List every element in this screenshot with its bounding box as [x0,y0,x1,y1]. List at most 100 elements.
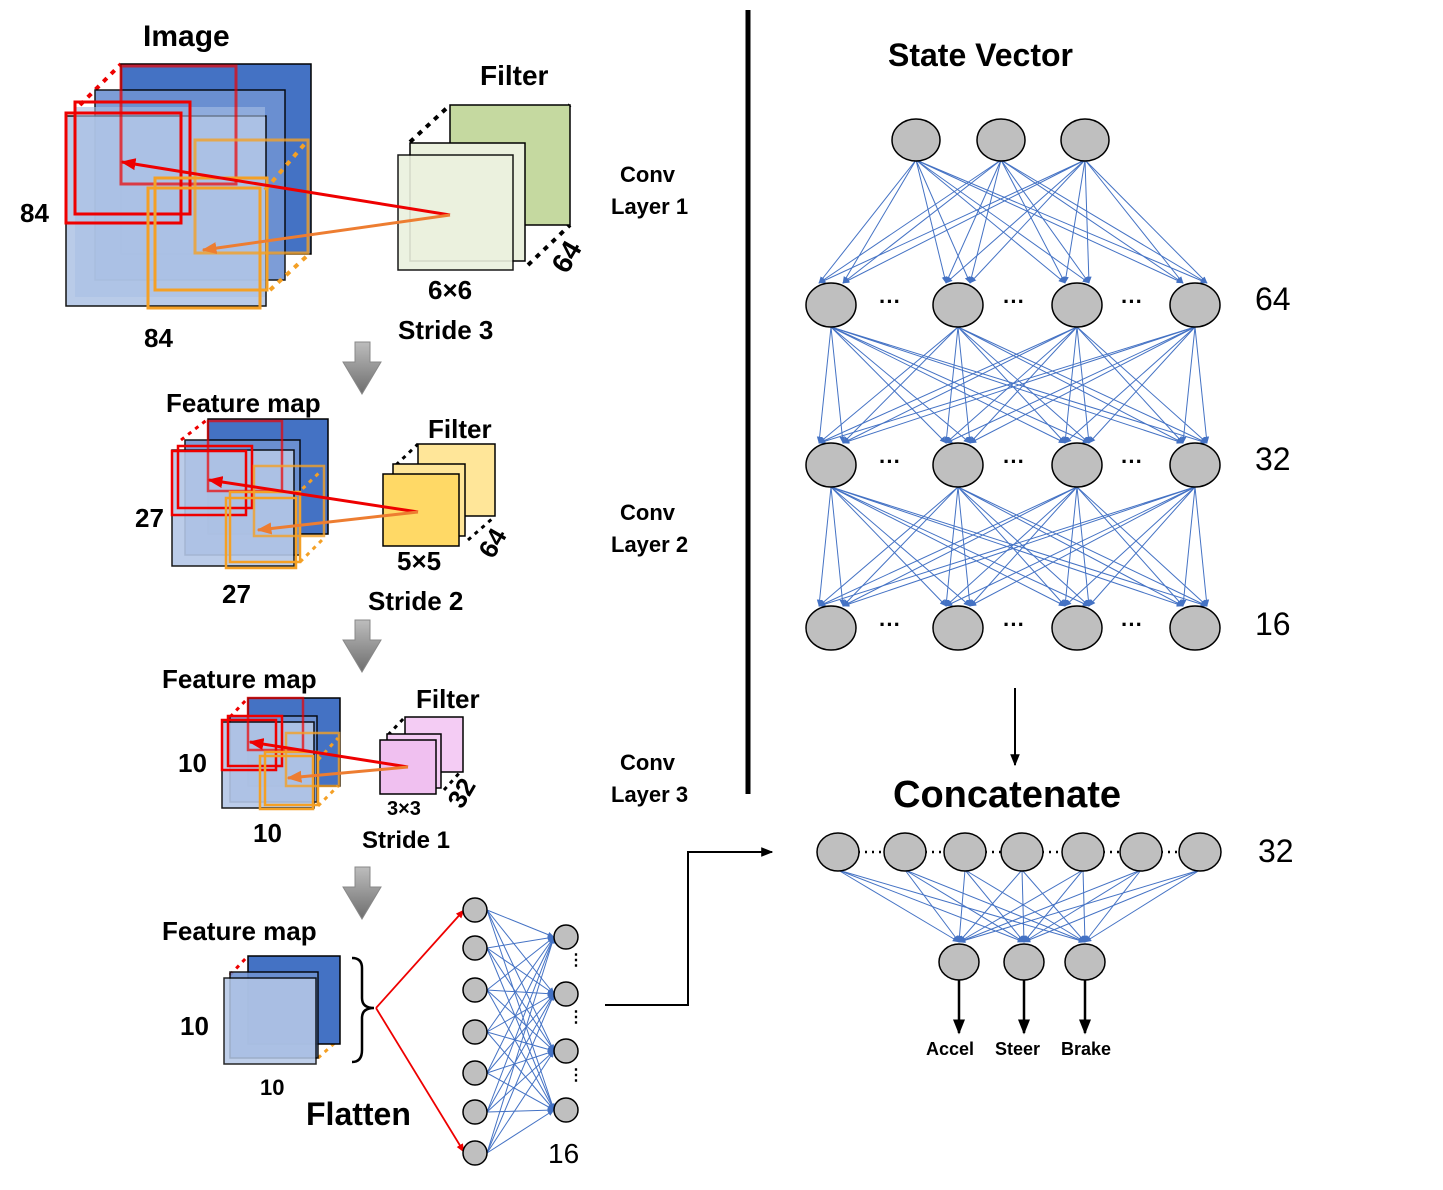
filter-3-count: 32 [441,773,481,813]
flat-edge-6-1 [486,993,555,1154]
output-label-steer: Steer [995,1039,1040,1059]
flat-input-node-1 [462,935,488,961]
mlp-ellipsis-2-1: ··· [1003,612,1025,637]
concat-edge-3-0 [958,869,1023,943]
image-width-label: 84 [144,323,173,353]
mlp-edge-in-1-2-1 [1000,159,1090,284]
mlp-layer2-node-1 [932,605,984,651]
concat-edge-2-0 [956,869,966,943]
output-node-1 [1003,943,1045,981]
mlp-edge-in-0-1-1 [915,159,971,284]
flat-edge-4-2 [486,1050,555,1074]
receptive-field-orange-back [193,138,310,255]
flatten-brace [351,956,375,1064]
flat-edge-4-3 [486,1072,555,1111]
mlp-edge-in-2-0-1 [842,159,1086,284]
mlp-edge-l0-3-1-1 [969,326,1196,444]
flat-edge-1-2 [486,947,555,1052]
mlp-edge-l1-2-1-0 [945,486,1078,607]
concat-edge-0-1 [837,869,1025,943]
filter-2-stride: Stride 2 [368,586,463,616]
flat-edge-5-1 [486,993,555,1113]
flat-edge-3-2 [486,1031,555,1052]
output-label-accel: Accel [926,1039,974,1059]
mlp-layer0-node-1 [932,282,984,328]
concat-edge-5-0 [958,869,1142,943]
conv-layer-1-label-line1: Conv [620,162,676,187]
mlp-layer0-node-3 [1169,282,1221,328]
filter-2-front [382,473,460,547]
mlp-edge-l1-1-0-1 [842,486,959,607]
concat-nodes [816,832,1222,981]
receptive-field-red-mid [73,100,192,216]
mlp-edge-l1-3-3-0 [1180,486,1196,607]
flat-edge-2-3 [486,989,555,1111]
mlp-layer1-node-2 [1051,442,1103,488]
concat-node-1 [883,832,927,872]
concat-node-6 [1178,832,1222,872]
conv-layer-2-group: Feature map 27 27 Filter 64 5×5 Stride 2… [135,388,688,616]
mlp-edge-l0-1-1-0 [943,326,959,444]
output-node-2 [1064,943,1106,981]
mlp-layer0-node-0 [805,282,857,328]
flat-input-node-0 [462,897,488,923]
mlp-edge-l1-3-0-0 [818,486,1196,607]
mlp-ellipsis-2-2: ··· [1121,612,1143,637]
filter-2-kernel: 5×5 [397,546,441,576]
flatten-nodes: ⋮⋮⋮ [462,897,584,1166]
mlp-ellipsis-1-1: ··· [1003,449,1025,474]
feature-map-3-front [223,977,317,1065]
mlp-edge-l0-3-2-1 [1088,326,1196,444]
mlp-ellipsis-0-1: ··· [1003,289,1025,314]
filter-2-count: 64 [472,522,513,563]
mlp-edge-in-2-1-0 [945,159,1086,284]
mlp-input-node-0 [891,118,941,162]
image-height-label: 84 [20,198,49,228]
concat-edge-2-2 [964,869,1086,943]
conv-2-orange-arrow [256,510,419,535]
conv-1-red-arrow [120,158,451,217]
flat-output-node-2 [553,1038,579,1064]
mlp-edges [816,159,1210,607]
mlp-edge-in-2-3-1 [1084,159,1208,284]
flat-edge-2-2 [486,989,555,1052]
concat-edge-4-2 [1082,869,1088,943]
conv-layer-1-group: Image 84 84 Filter 64 6×6 Stride 3 [20,20,688,353]
mlp-edge-l0-3-0-1 [842,326,1196,444]
flat-edge-6-3 [486,1109,555,1154]
conv-3-red-arrow [248,738,409,769]
filter-3-stride: Stride 1 [362,827,450,854]
mlp-edge-l0-1-0-1 [842,326,959,444]
mlp-edge-l1-3-1-0 [945,486,1196,607]
concat-edges [837,869,1201,943]
mlp-layer1-node-3 [1169,442,1221,488]
mlp-edge-in-1-3-0 [1000,159,1184,284]
conv-layer-3-label-line2: Layer 3 [611,782,688,807]
mlp-edge-l1-3-1-1 [969,486,1196,607]
flat-input-node-6 [462,1140,488,1166]
mlp-ellipsis-2-0: ··· [879,612,901,637]
flat-edge-1-1 [486,947,555,995]
feature-map-2-height-label: 10 [178,748,207,778]
concat-edge-1-0 [904,869,960,943]
mlp-layer0-node-2 [1051,282,1103,328]
mlp-edge-l0-0-0-0 [816,326,832,444]
flat-edge-2-0 [486,936,555,991]
mlp-edge-in-0-3-0 [915,159,1184,284]
filter-1-stride: Stride 3 [398,315,493,345]
flatten-arrow-down [375,1007,465,1153]
mlp-layer1-node-1 [932,442,984,488]
flat-edge-0-3 [486,909,555,1111]
conv-2-red-arrow [207,476,419,514]
mlp-edge-in-1-3-1 [1000,159,1208,284]
down-arrow-2 [342,619,382,673]
flat-edge-6-2 [486,1050,555,1154]
receptive-field-orange-front [146,186,262,310]
mlp-layer-32-label: 32 [1255,441,1291,477]
mlp-input-node-1 [976,118,1026,162]
mlp-edge-l1-3-2-0 [1064,486,1196,607]
feature-map-1-title: Feature map [166,388,321,418]
flat-edge-6-0 [486,936,555,1154]
mlp-ellipsis-0-0: ··· [879,289,901,314]
